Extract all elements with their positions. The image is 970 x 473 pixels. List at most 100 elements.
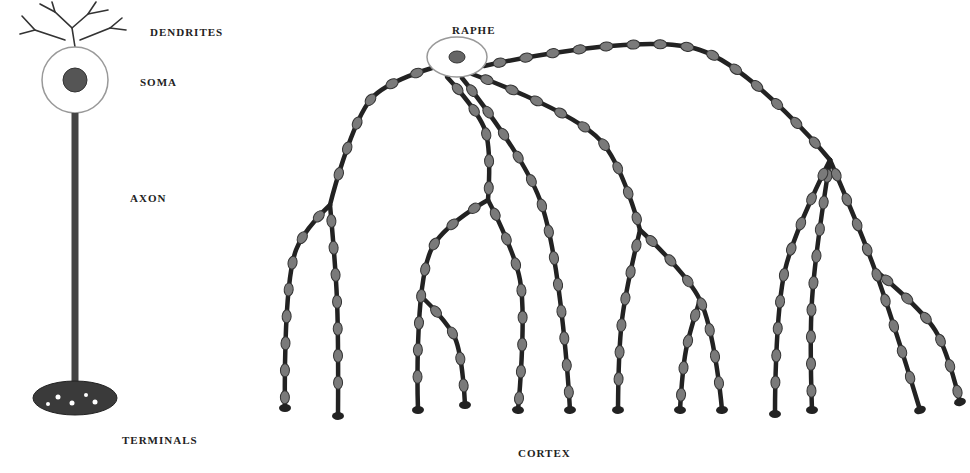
varicosity bbox=[484, 154, 493, 167]
varicosity bbox=[481, 104, 496, 120]
varicosity bbox=[775, 295, 785, 309]
varicosity bbox=[543, 224, 555, 239]
varicosity bbox=[413, 343, 422, 356]
axon-terminal bbox=[564, 406, 576, 415]
axon-branch bbox=[830, 160, 920, 410]
varicosity bbox=[870, 267, 883, 282]
axon-branch bbox=[330, 68, 432, 205]
varicosity bbox=[492, 57, 507, 68]
varicosity bbox=[414, 316, 424, 329]
varicosity bbox=[678, 361, 688, 375]
varicosity bbox=[811, 249, 822, 263]
varicosity bbox=[896, 344, 908, 359]
varicosity bbox=[680, 41, 694, 52]
varicosity bbox=[573, 44, 587, 55]
part-label: AXON bbox=[130, 193, 166, 204]
soma-nucleus bbox=[63, 68, 87, 92]
axon-branch bbox=[285, 205, 330, 408]
varicosity bbox=[680, 273, 695, 289]
varicosity bbox=[918, 310, 933, 326]
varicosity bbox=[445, 325, 459, 341]
varicosity bbox=[484, 181, 494, 194]
varicosity bbox=[546, 48, 560, 59]
varicosity bbox=[350, 115, 364, 131]
varicosity bbox=[488, 206, 502, 222]
varicosity bbox=[455, 351, 466, 365]
varicosity bbox=[951, 384, 963, 399]
varicosity bbox=[524, 173, 538, 189]
axon-terminal bbox=[512, 405, 525, 414]
axon-terminal bbox=[332, 412, 344, 420]
axon-branch bbox=[875, 270, 960, 402]
varicosity bbox=[516, 284, 526, 298]
varicosity bbox=[663, 253, 678, 269]
part-label: TERMINALS bbox=[122, 435, 198, 446]
varicosity bbox=[805, 191, 819, 207]
varicosity bbox=[627, 40, 640, 50]
varicosity bbox=[564, 385, 574, 399]
varicosity bbox=[280, 364, 289, 377]
varicosity bbox=[427, 236, 442, 252]
axon-branch bbox=[462, 78, 570, 410]
raphe-nucleus bbox=[449, 51, 465, 63]
varicosity bbox=[500, 231, 513, 246]
varicosity bbox=[830, 167, 843, 182]
varicosity bbox=[518, 311, 527, 324]
varicosity bbox=[728, 62, 744, 77]
varicosity bbox=[749, 78, 765, 93]
part-label: CORTEX bbox=[518, 448, 571, 459]
varicosity bbox=[614, 372, 623, 385]
varicosity bbox=[329, 241, 339, 255]
varicosity bbox=[511, 149, 525, 165]
varicosity bbox=[311, 209, 326, 225]
axon-branch bbox=[418, 200, 488, 410]
dendrites bbox=[20, 2, 126, 47]
varicosity bbox=[676, 388, 686, 402]
part-label: DENDRITES bbox=[150, 27, 223, 38]
varicosity bbox=[888, 318, 901, 333]
varicosity bbox=[851, 217, 864, 232]
varicosity bbox=[704, 322, 716, 337]
varicosity bbox=[599, 41, 613, 51]
varicosity bbox=[807, 303, 816, 316]
part-label: RAPHE bbox=[452, 25, 496, 36]
varicosity bbox=[384, 77, 400, 91]
varicosity bbox=[281, 337, 290, 350]
varicosity bbox=[496, 126, 511, 142]
varicosity bbox=[553, 106, 569, 120]
varicosity bbox=[904, 370, 916, 385]
varicosity bbox=[620, 291, 631, 305]
varicosity bbox=[709, 349, 720, 363]
varicosity bbox=[333, 322, 342, 335]
varicosity bbox=[625, 265, 636, 280]
axon-terminal bbox=[806, 406, 818, 414]
soma-membrane bbox=[42, 47, 108, 113]
serotonergic-arbor bbox=[279, 40, 967, 420]
varicosity bbox=[284, 283, 294, 297]
varicosity bbox=[615, 345, 625, 358]
varicosity bbox=[419, 262, 430, 277]
part-label: SOMA bbox=[140, 77, 177, 88]
varicosity bbox=[559, 331, 569, 345]
axon-branch bbox=[775, 160, 830, 414]
varicosity bbox=[516, 365, 526, 379]
varicosity bbox=[899, 291, 915, 306]
varicosity bbox=[789, 115, 805, 131]
synaptic-vesicles bbox=[46, 393, 98, 406]
varicosity bbox=[536, 198, 549, 213]
varicosity bbox=[654, 40, 667, 49]
axon-terminal bbox=[279, 404, 291, 412]
varicosity bbox=[332, 295, 341, 308]
varicosity bbox=[548, 251, 559, 265]
varicosity bbox=[556, 304, 566, 318]
varicosity bbox=[879, 293, 892, 308]
varicosity bbox=[428, 304, 443, 320]
varicosity bbox=[510, 257, 522, 272]
varicosity bbox=[840, 192, 853, 207]
varicosity bbox=[553, 278, 564, 292]
varicosity bbox=[773, 322, 783, 336]
varicosity bbox=[280, 391, 289, 404]
axon-terminal bbox=[459, 401, 471, 410]
axon-branch bbox=[425, 300, 465, 405]
varicosity bbox=[772, 349, 782, 362]
